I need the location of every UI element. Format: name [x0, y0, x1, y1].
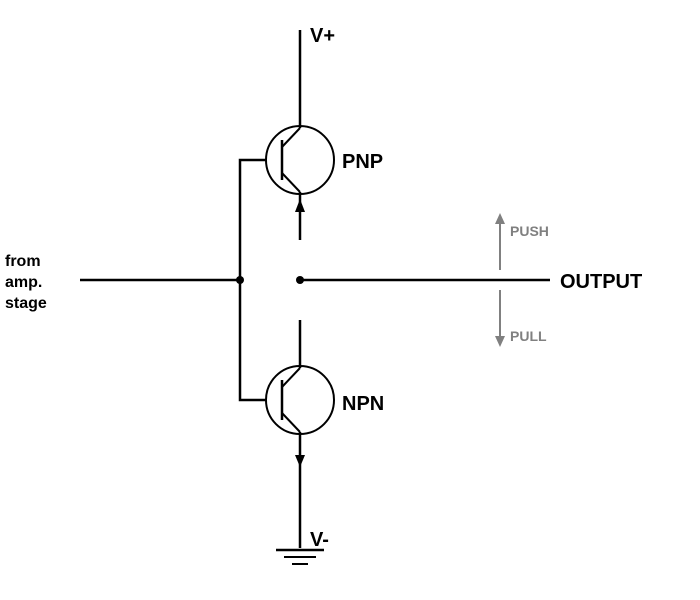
npn-label: NPN: [342, 393, 384, 415]
pnp-label: PNP: [342, 151, 383, 173]
vminus-label: V-: [310, 529, 329, 551]
pnp-transistor: [265, 125, 335, 195]
vplus-label: V+: [310, 25, 335, 47]
pnp-emitter-arrow: [295, 199, 305, 212]
ground-icon: [276, 548, 324, 565]
pnp-emitter-lead: [281, 172, 301, 193]
push-label: PUSH: [510, 223, 549, 239]
pull-label: PULL: [510, 328, 547, 344]
npn-transistor: [265, 365, 335, 435]
pnp-transistor-body: [265, 125, 335, 195]
input-junction-dot: [236, 276, 244, 284]
input-label-line1: from: [5, 253, 41, 270]
output-label: OUTPUT: [560, 271, 642, 293]
npn-collector-lead: [281, 367, 301, 388]
npn-emitter-arrow: [295, 455, 305, 467]
pnp-collector-lead: [281, 127, 301, 148]
npn-emitter-lead: [281, 412, 301, 433]
npn-transistor-body: [265, 365, 335, 435]
pull-arrow: [495, 290, 505, 347]
push-arrow: [495, 213, 505, 270]
input-label-line3: stage: [5, 295, 47, 312]
input-label-line2: amp.: [5, 274, 42, 291]
